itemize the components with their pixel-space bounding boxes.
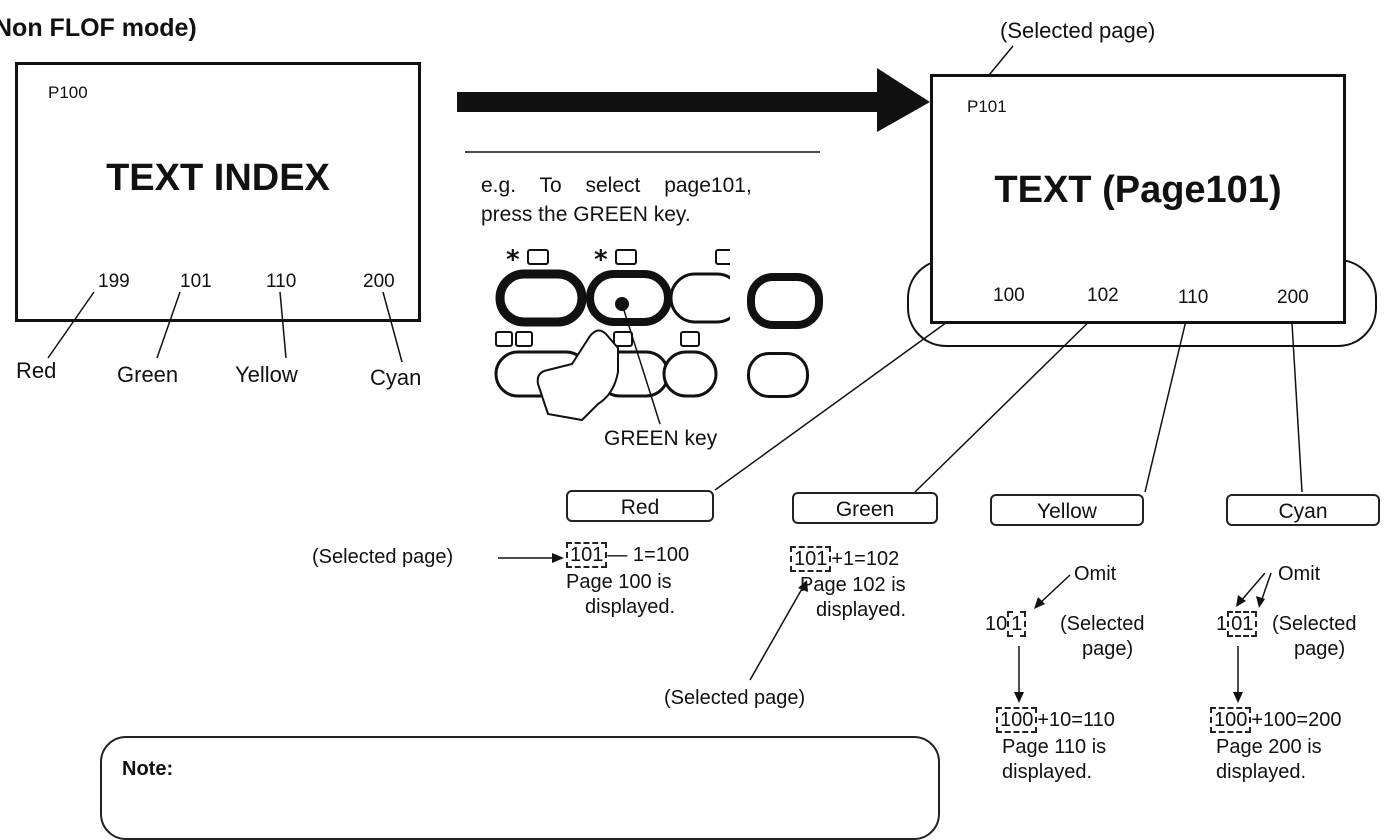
green-calc: 101+1=102 xyxy=(790,546,900,572)
left-screen-title: TEXT INDEX xyxy=(106,157,330,199)
red-result-1: Page 100 is xyxy=(566,571,672,593)
yellow-sel-2: page) xyxy=(1082,638,1134,660)
right-num-cyan: 200 xyxy=(1277,287,1309,308)
cyan-number-box: 01 xyxy=(1227,611,1258,637)
right-num-green: 102 xyxy=(1087,285,1119,306)
left-num-cyan: 200 xyxy=(363,271,395,292)
right-screen: P101 TEXT (Page101) 100 102 110 200 xyxy=(930,74,1346,324)
green-selected-caption: (Selected page) xyxy=(664,687,806,709)
note-title: Note: xyxy=(122,758,174,780)
red-selected-caption: (Selected page) xyxy=(312,546,454,568)
red-key xyxy=(495,269,587,327)
yellow-result-1: Page 110 is xyxy=(1002,736,1107,758)
cyan-sel-1: (Selected xyxy=(1272,613,1357,635)
left-page-number: P100 xyxy=(48,83,88,102)
cyan-result-1: Page 200 is xyxy=(1216,736,1322,758)
left-num-green: 101 xyxy=(180,271,212,292)
exit-icon xyxy=(527,249,549,265)
reveal-icon xyxy=(615,249,637,265)
green-key-label: GREEN key xyxy=(604,427,718,450)
hold-icon xyxy=(715,249,730,265)
red-pill: Red xyxy=(566,490,714,522)
green-result-1: Page 102 is xyxy=(800,574,906,596)
yellow-result-2: displayed. xyxy=(1002,761,1093,783)
yellow-omit: Omit xyxy=(1074,563,1117,585)
cyan-omit: Omit xyxy=(1278,563,1321,585)
update-icon xyxy=(680,331,700,347)
left-num-yellow: 110 xyxy=(266,271,297,292)
red-calc-box: 101 xyxy=(566,542,608,568)
green-calc-box: 101 xyxy=(790,546,832,572)
selected-page-caption: (Selected page) xyxy=(1000,18,1156,43)
right-num-yellow: 110 xyxy=(1178,287,1209,308)
big-arrow-head xyxy=(877,68,930,132)
yellow-pill: Yellow xyxy=(990,494,1144,526)
red-result-2: displayed. xyxy=(585,596,676,618)
index-icon xyxy=(495,331,513,347)
asterisk-icon: * xyxy=(594,245,608,275)
remote-control-illustration: * * * xyxy=(494,245,730,425)
instruction-line-2: press the GREEN key. xyxy=(481,203,691,226)
yellow-sel-1: (Selected xyxy=(1060,613,1145,635)
cyan-sel-2: page) xyxy=(1294,638,1346,660)
note-box: Note: xyxy=(100,736,940,840)
pointing-hand-icon xyxy=(536,329,619,422)
big-arrow-shaft xyxy=(457,92,877,112)
scroll-icon xyxy=(613,331,633,347)
right-screen-title: TEXT (Page101) xyxy=(994,169,1282,211)
size-icon xyxy=(515,331,533,347)
instruction-line-1: e.g. To select page101, xyxy=(481,174,752,197)
green-calc-expr: +1=102 xyxy=(831,548,900,570)
label-yellow: Yellow xyxy=(235,362,298,387)
info-key xyxy=(747,352,809,398)
red-calc: 101— 1=100 xyxy=(566,542,690,568)
yellow-calc: 100+10=110 xyxy=(996,707,1115,733)
yellow-number-box: 1 xyxy=(1007,611,1027,637)
yellow-calc-box: 100 xyxy=(996,707,1038,733)
cyan-pill: Cyan xyxy=(1226,494,1380,526)
right-page-number: P101 xyxy=(967,97,1007,116)
section-heading: Non FLOF mode) xyxy=(0,14,197,42)
yellow-key xyxy=(669,272,730,324)
green-key xyxy=(586,270,672,326)
cyan-result-2: displayed. xyxy=(1216,761,1307,783)
left-num-red: 199 xyxy=(98,271,130,292)
left-screen: P100 TEXT INDEX 199 101 110 200 xyxy=(15,62,421,322)
green-result-2: displayed. xyxy=(816,599,907,621)
red-calc-expr: — 1=100 xyxy=(607,544,690,566)
diagram-lines xyxy=(47,45,1377,703)
label-cyan: Cyan xyxy=(370,365,422,390)
cyan-calc-box: 100 xyxy=(1210,707,1252,733)
cyan-calc: 100+100=200 xyxy=(1210,707,1342,733)
asterisk-icon: * xyxy=(506,245,520,275)
green-pill: Green xyxy=(792,492,938,524)
yellow-number-prefix: 10 xyxy=(985,613,1008,635)
cyan-key xyxy=(747,273,823,329)
yellow-calc-expr: +10=110 xyxy=(1037,709,1115,731)
update-key xyxy=(662,350,718,398)
label-red: Red xyxy=(16,358,57,383)
label-green: Green xyxy=(117,362,179,387)
cyan-number-prefix: 1 xyxy=(1216,613,1228,635)
right-num-red: 100 xyxy=(993,285,1025,306)
cyan-calc-expr: +100=200 xyxy=(1251,709,1342,731)
